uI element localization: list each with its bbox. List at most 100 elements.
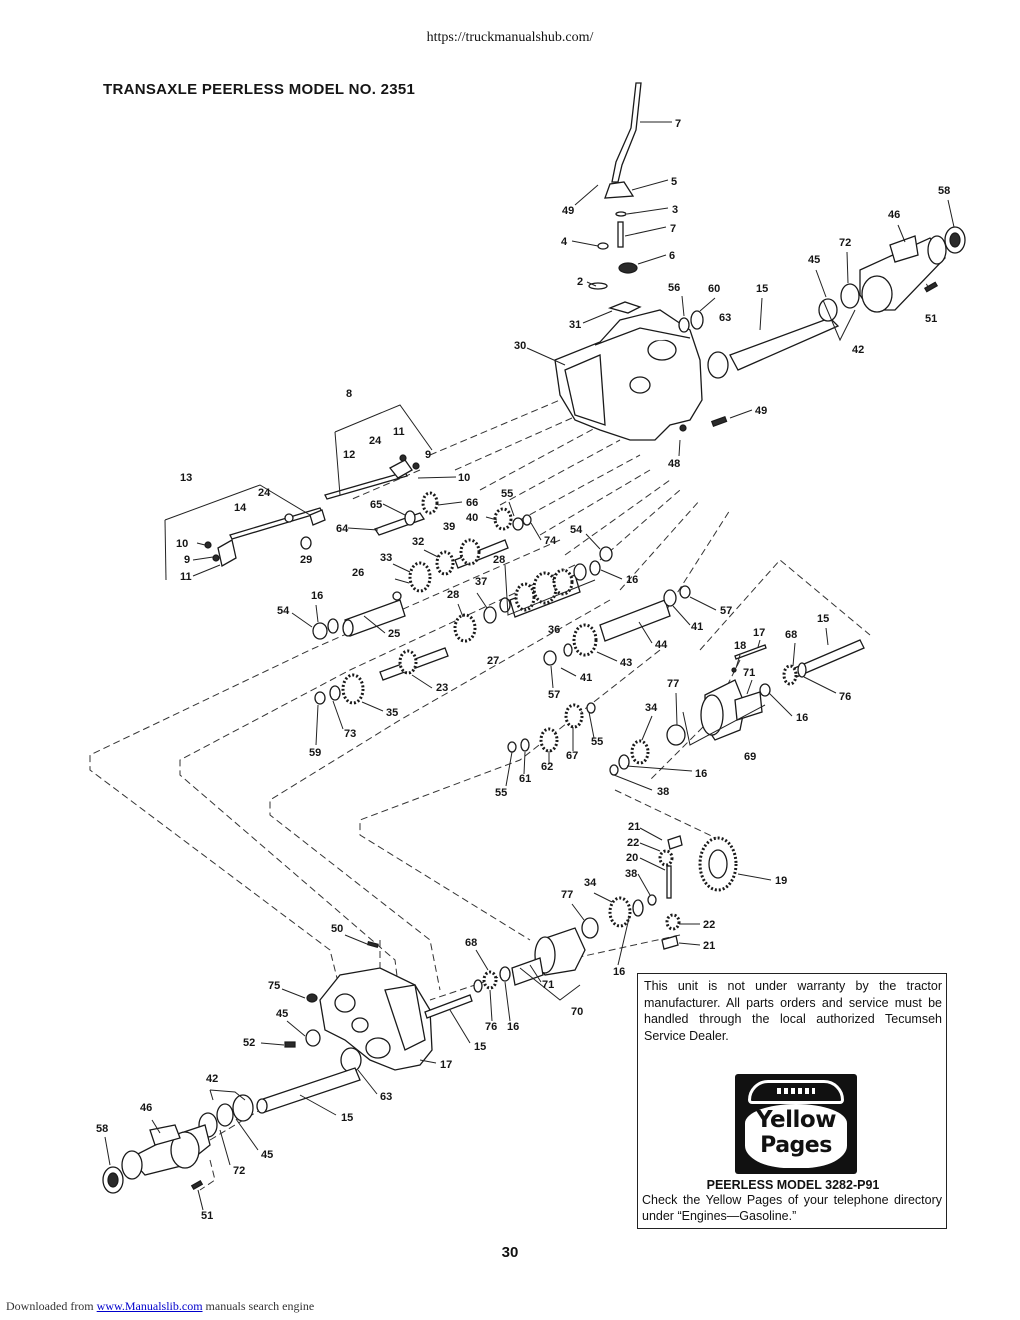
part-callout-11: 11 [393,426,405,438]
part-callout-25: 25 [388,628,400,640]
part-callout-11: 11 [180,571,192,583]
part-callout-43: 43 [620,657,632,669]
part-callout-60: 60 [708,283,720,295]
part-callout-49: 49 [562,205,574,217]
part-callout-16: 16 [695,768,707,780]
part-callout-63: 63 [719,312,731,324]
part-callout-10: 10 [176,538,188,550]
part-callout-61: 61 [519,773,531,785]
part-callout-39: 39 [443,521,455,533]
part-callout-68: 68 [785,629,797,641]
part-callout-71: 71 [743,667,755,679]
part-callout-2: 2 [577,276,583,288]
part-callout-7: 7 [675,118,681,130]
part-callout-49: 49 [755,405,767,417]
part-callout-63: 63 [380,1091,392,1103]
warranty-notice-text: This unit is not under warranty by the t… [644,979,942,1043]
part-callout-38: 38 [657,786,669,798]
part-callout-75: 75 [268,980,280,992]
yellow-pages-logo-word-1: Yellow [756,1107,836,1133]
part-callout-38: 38 [625,868,637,880]
part-callout-22: 22 [703,919,715,931]
telephone-handset-icon [748,1080,844,1104]
yellow-pages-logo-word-2: Pages [760,1133,832,1158]
part-callout-12: 12 [343,449,355,461]
yellow-pages-logo-panel: Yellow Pages [745,1104,847,1168]
part-callout-58: 58 [938,185,950,197]
part-callout-33: 33 [380,552,392,564]
part-callout-15: 15 [817,613,829,625]
part-callout-21: 21 [628,821,640,833]
part-callout-48: 48 [668,458,680,470]
part-callout-14: 14 [234,502,247,514]
part-callout-72: 72 [839,237,851,249]
part-callout-35: 35 [386,707,398,719]
part-callout-65: 65 [370,499,382,511]
part-callout-55: 55 [501,488,513,500]
part-callout-28: 28 [493,554,505,566]
lower-axle-assembly [102,1047,362,1194]
shift-rail-assembly [204,454,420,568]
part-callout-64: 64 [336,523,349,535]
part-callout-68: 68 [465,937,477,949]
part-callout-72: 72 [233,1165,245,1177]
part-callout-77: 77 [561,889,573,901]
part-callout-70: 70 [571,1006,583,1018]
part-callout-21: 21 [703,940,715,952]
footer-suffix: manuals search engine [202,1299,315,1313]
part-callout-55: 55 [591,736,603,748]
part-callout-73: 73 [344,728,356,740]
part-callout-9: 9 [184,554,190,566]
part-callout-57: 57 [720,605,732,617]
part-callout-51: 51 [201,1210,213,1222]
part-callout-8: 8 [346,388,352,400]
warranty-notice-box: This unit is not under warranty by the t… [637,973,947,1229]
telephone-dial-icon [777,1088,815,1094]
leader-lines [104,121,955,1211]
upper-axle-assembly [678,226,966,379]
upper-case-half [554,309,728,441]
part-callout-31: 31 [569,319,581,331]
part-callout-54: 54 [277,605,290,617]
part-callout-41: 41 [580,672,592,684]
part-callout-66: 66 [466,497,478,509]
part-callout-9: 9 [425,449,431,461]
part-callout-13: 13 [180,472,192,484]
peerless-model-line: PEERLESS MODEL 3282-P91 [706,1178,880,1192]
part-callout-15: 15 [341,1112,353,1124]
group-brackets [164,299,856,1101]
part-callout-54: 54 [570,524,583,536]
part-callout-42: 42 [206,1073,218,1085]
gear-clusters [312,491,691,753]
part-callout-30: 30 [514,340,526,352]
part-callout-40: 40 [466,512,478,524]
part-callout-5: 5 [671,176,677,188]
part-callout-4: 4 [561,236,568,248]
part-callout-76: 76 [839,691,851,703]
part-callout-3: 3 [672,204,678,216]
part-callout-15: 15 [474,1041,486,1053]
part-callout-16: 16 [613,966,625,978]
part-callout-7: 7 [670,223,676,235]
part-callout-45: 45 [276,1008,288,1020]
part-callout-56: 56 [668,282,680,294]
part-callout-24: 24 [258,487,271,499]
part-callout-57: 57 [548,689,560,701]
part-callout-20: 20 [626,852,638,864]
manualslib-link[interactable]: www.Manualslib.com [96,1299,203,1313]
part-callout-26: 26 [352,567,364,579]
part-callout-42: 42 [852,344,864,356]
part-callout-22: 22 [627,837,639,849]
part-callout-41: 41 [691,621,703,633]
part-callout-76: 76 [485,1021,497,1033]
part-callout-17: 17 [440,1059,452,1071]
yellow-pages-logo: Yellow Pages [735,1074,857,1174]
part-callout-18: 18 [734,640,746,652]
part-callout-16: 16 [311,590,323,602]
part-callout-67: 67 [566,750,578,762]
part-callout-23: 23 [436,682,448,694]
part-callout-10: 10 [458,472,470,484]
page-number: 30 [501,1244,519,1261]
part-callout-69: 69 [744,751,756,763]
